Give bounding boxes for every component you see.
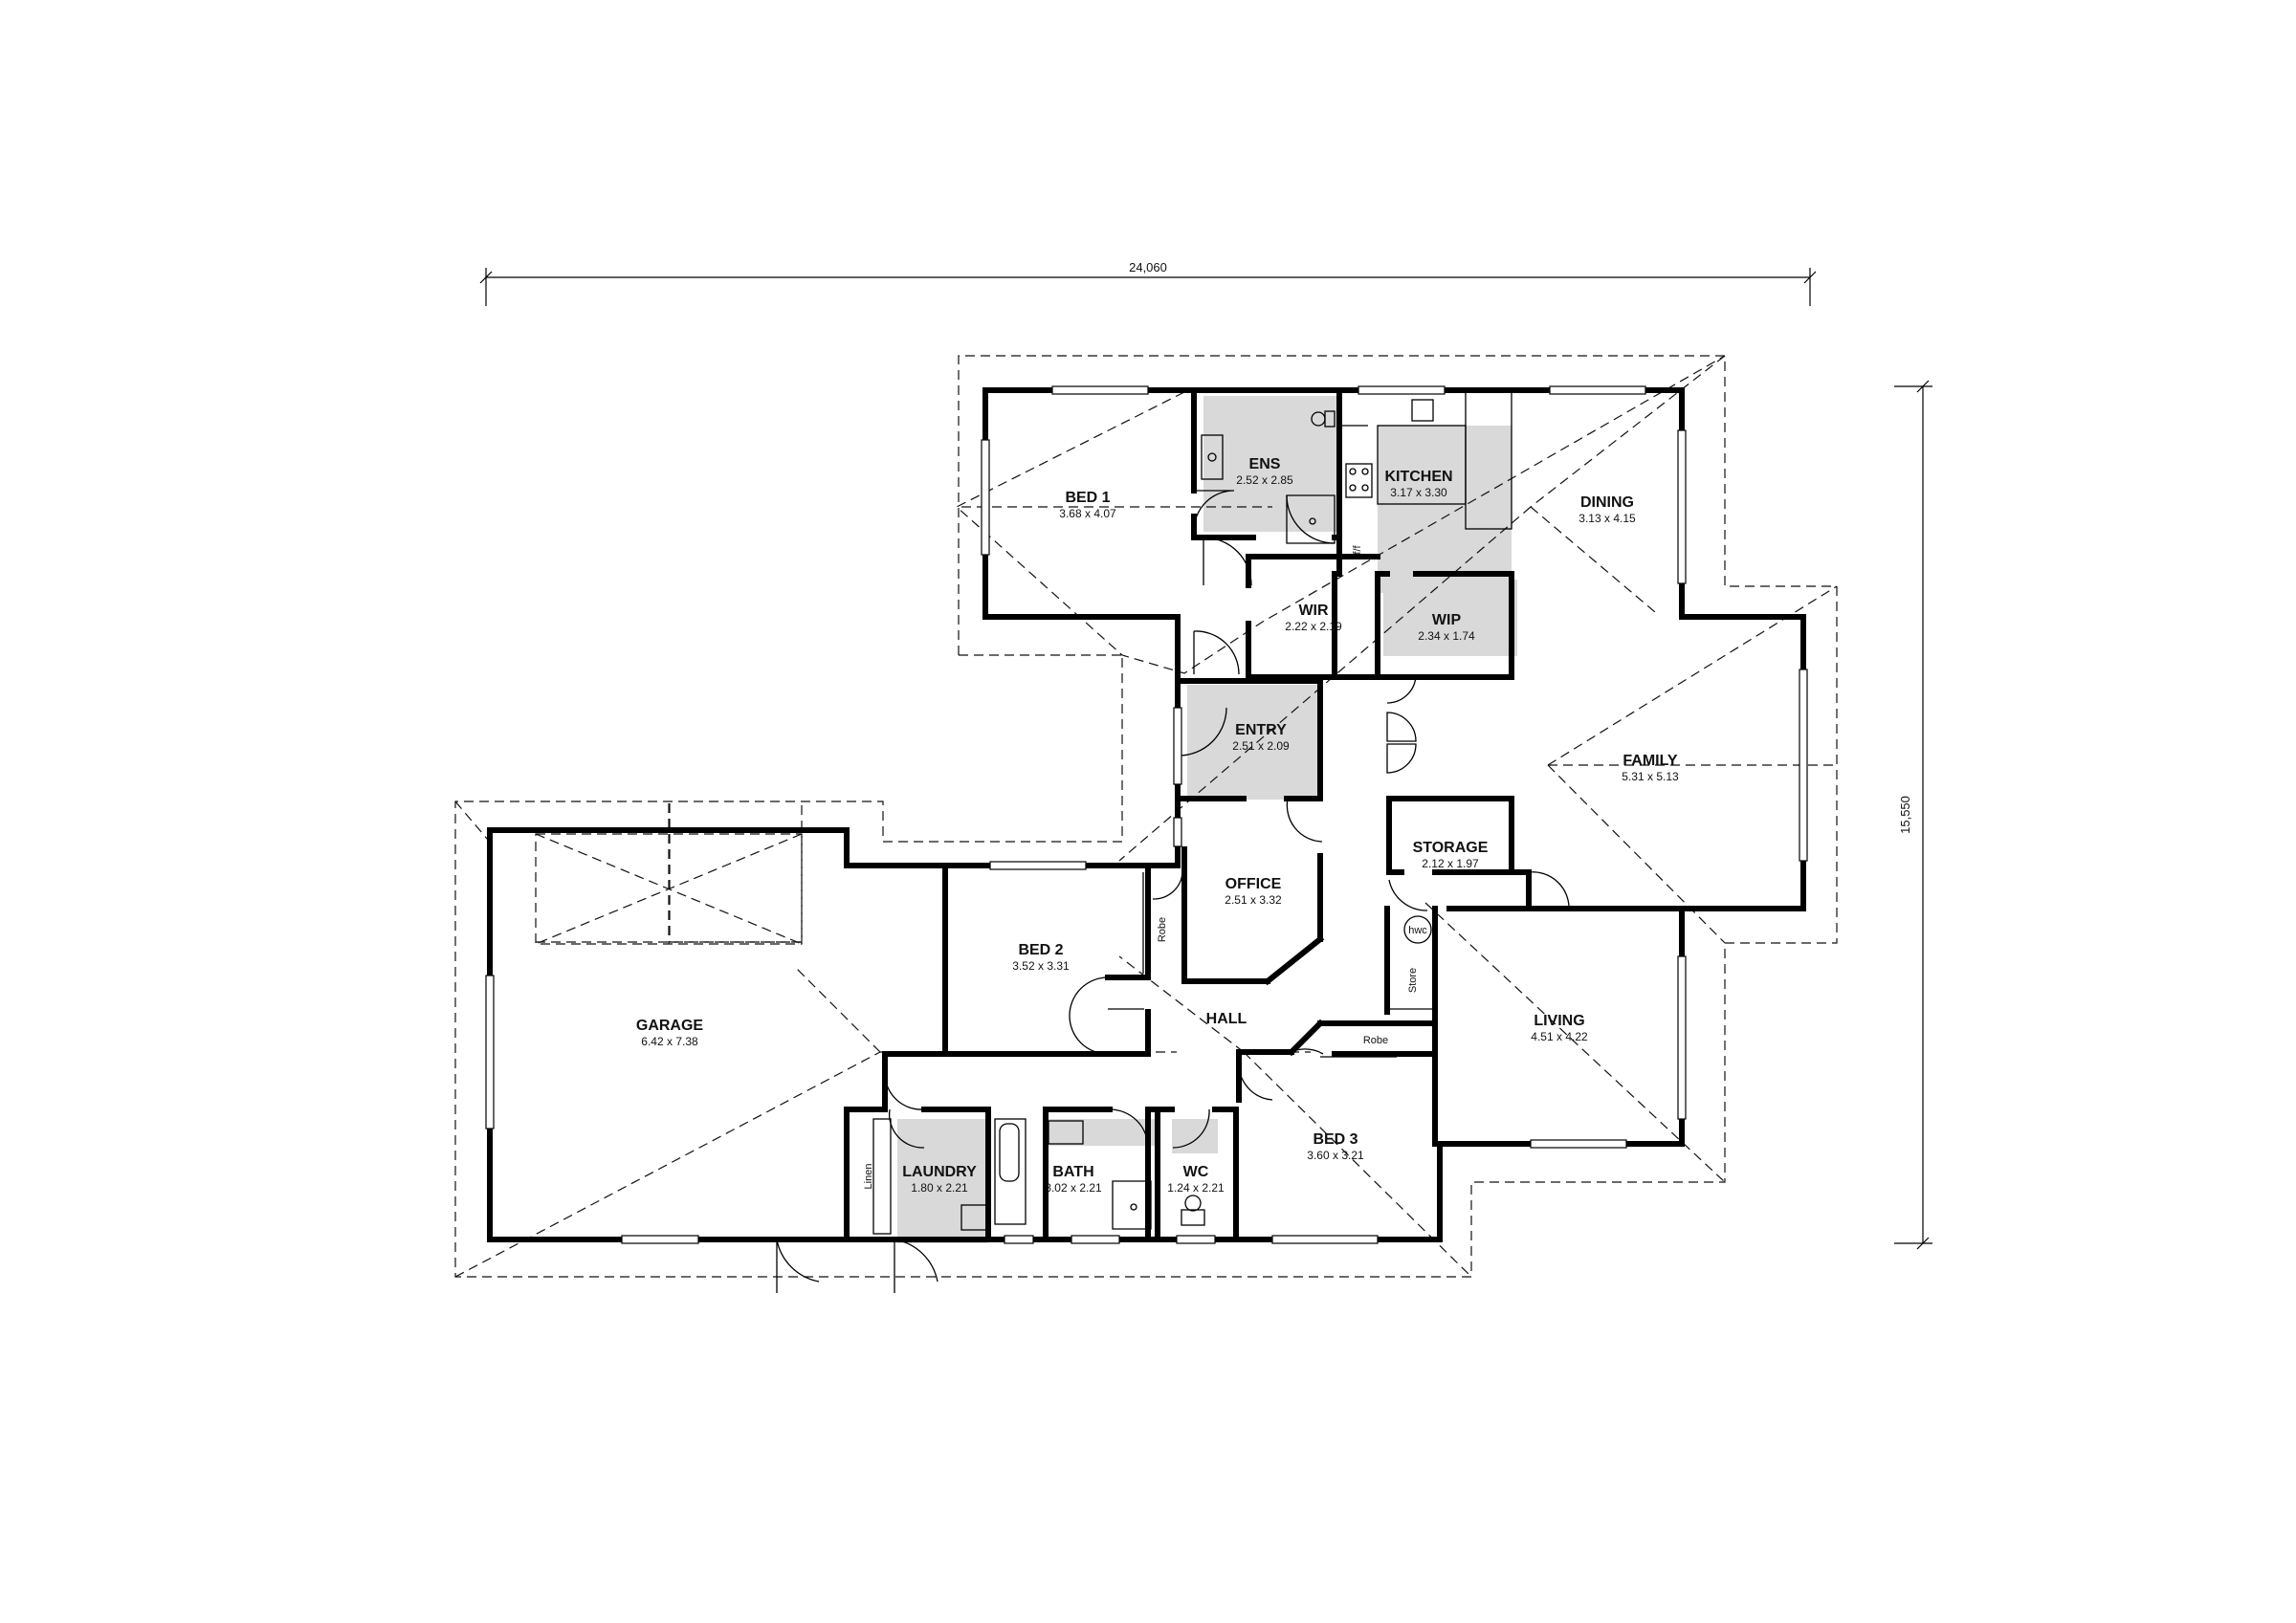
store-label: Store xyxy=(1407,968,1419,993)
dimension-depth: 15,550 xyxy=(1894,380,1932,1250)
wir-dims: 2.22 x 2.19 xyxy=(1285,620,1342,633)
room-labels: BED 1 3.68 x 4.07 ENS 2.52 x 2.85 KITCHE… xyxy=(636,456,1679,1195)
wet-area-fills xyxy=(897,396,1517,1243)
wir-name: WIR xyxy=(1298,603,1329,619)
bath-vanity xyxy=(1048,1120,1084,1145)
family-dims: 5.31 x 5.13 xyxy=(1622,770,1679,783)
dimension-width: 24,060 xyxy=(479,260,1817,306)
interior-walls xyxy=(844,387,1687,1242)
storage-dims: 2.12 x 1.97 xyxy=(1422,857,1479,870)
robe-bed2-label: Robe xyxy=(1157,917,1168,942)
fixtures xyxy=(872,389,1512,1235)
living-dims: 4.51 x 4.22 xyxy=(1531,1030,1588,1043)
linen-label: Linen xyxy=(863,1164,874,1190)
garage-skylight xyxy=(535,803,803,945)
ens-vanity xyxy=(1201,434,1224,480)
bed1-name: BED 1 xyxy=(1065,490,1110,506)
bathtub xyxy=(999,1123,1020,1182)
office-dims: 2.51 x 3.32 xyxy=(1225,893,1282,907)
kitchen-name: KITCHEN xyxy=(1384,469,1452,485)
robe-bed3-label: Robe xyxy=(1363,1035,1388,1046)
bath-dims: 3.02 x 2.21 xyxy=(1045,1181,1102,1195)
ens-name: ENS xyxy=(1249,456,1281,472)
wc-toilet xyxy=(1181,1209,1205,1226)
family-name: FAMILY xyxy=(1623,753,1678,769)
dining-name: DINING xyxy=(1580,494,1634,511)
bath-name: BATH xyxy=(1052,1164,1093,1180)
bed2-name: BED 2 xyxy=(1018,942,1063,958)
kitchen-sink xyxy=(1411,399,1434,422)
wip-dims: 2.34 x 1.74 xyxy=(1418,629,1475,643)
dining-dims: 3.13 x 4.15 xyxy=(1578,512,1636,525)
bath-shower xyxy=(1112,1180,1152,1230)
wc-dims: 1.24 x 2.21 xyxy=(1167,1181,1225,1195)
garage-dims: 6.42 x 7.38 xyxy=(641,1035,698,1048)
bed1-dims: 3.68 x 4.07 xyxy=(1059,507,1116,520)
laundry-name: LAUNDRY xyxy=(902,1164,977,1180)
entry-dims: 2.51 x 2.09 xyxy=(1232,739,1290,753)
laundry-dims: 1.80 x 2.21 xyxy=(911,1181,968,1195)
linen-cupboard xyxy=(872,1118,892,1235)
hwc-cylinder xyxy=(1403,915,1432,944)
windows xyxy=(485,385,1808,1244)
storage-name: STORAGE xyxy=(1413,840,1489,856)
bed3-dims: 3.60 x 3.21 xyxy=(1307,1149,1364,1162)
office-name: OFFICE xyxy=(1225,876,1282,892)
living-name: LIVING xyxy=(1534,1013,1584,1029)
wc-name: WC xyxy=(1183,1164,1209,1180)
doors xyxy=(776,490,1570,1293)
fixture-labels: Robe Robe Linen Store hwc f/f xyxy=(863,544,1427,1189)
garage-name: GARAGE xyxy=(636,1018,704,1034)
hall-name: HALL xyxy=(1206,1011,1247,1027)
bed3-name: BED 3 xyxy=(1313,1131,1358,1148)
ens-dims: 2.52 x 2.85 xyxy=(1236,473,1293,487)
hwc-label: hwc xyxy=(1408,925,1427,936)
kitchen-dims: 3.17 x 3.30 xyxy=(1390,486,1447,499)
laundry-tub xyxy=(960,1204,987,1231)
entry-name: ENTRY xyxy=(1235,722,1287,738)
overall-depth-label: 15,550 xyxy=(1898,796,1912,834)
bed2-dims: 3.52 x 3.31 xyxy=(1012,959,1070,973)
overall-width-label: 24,060 xyxy=(1129,260,1167,274)
wip-name: WIP xyxy=(1432,612,1462,628)
fridge-label: f/f xyxy=(1352,544,1363,554)
cooktop xyxy=(1345,463,1373,498)
